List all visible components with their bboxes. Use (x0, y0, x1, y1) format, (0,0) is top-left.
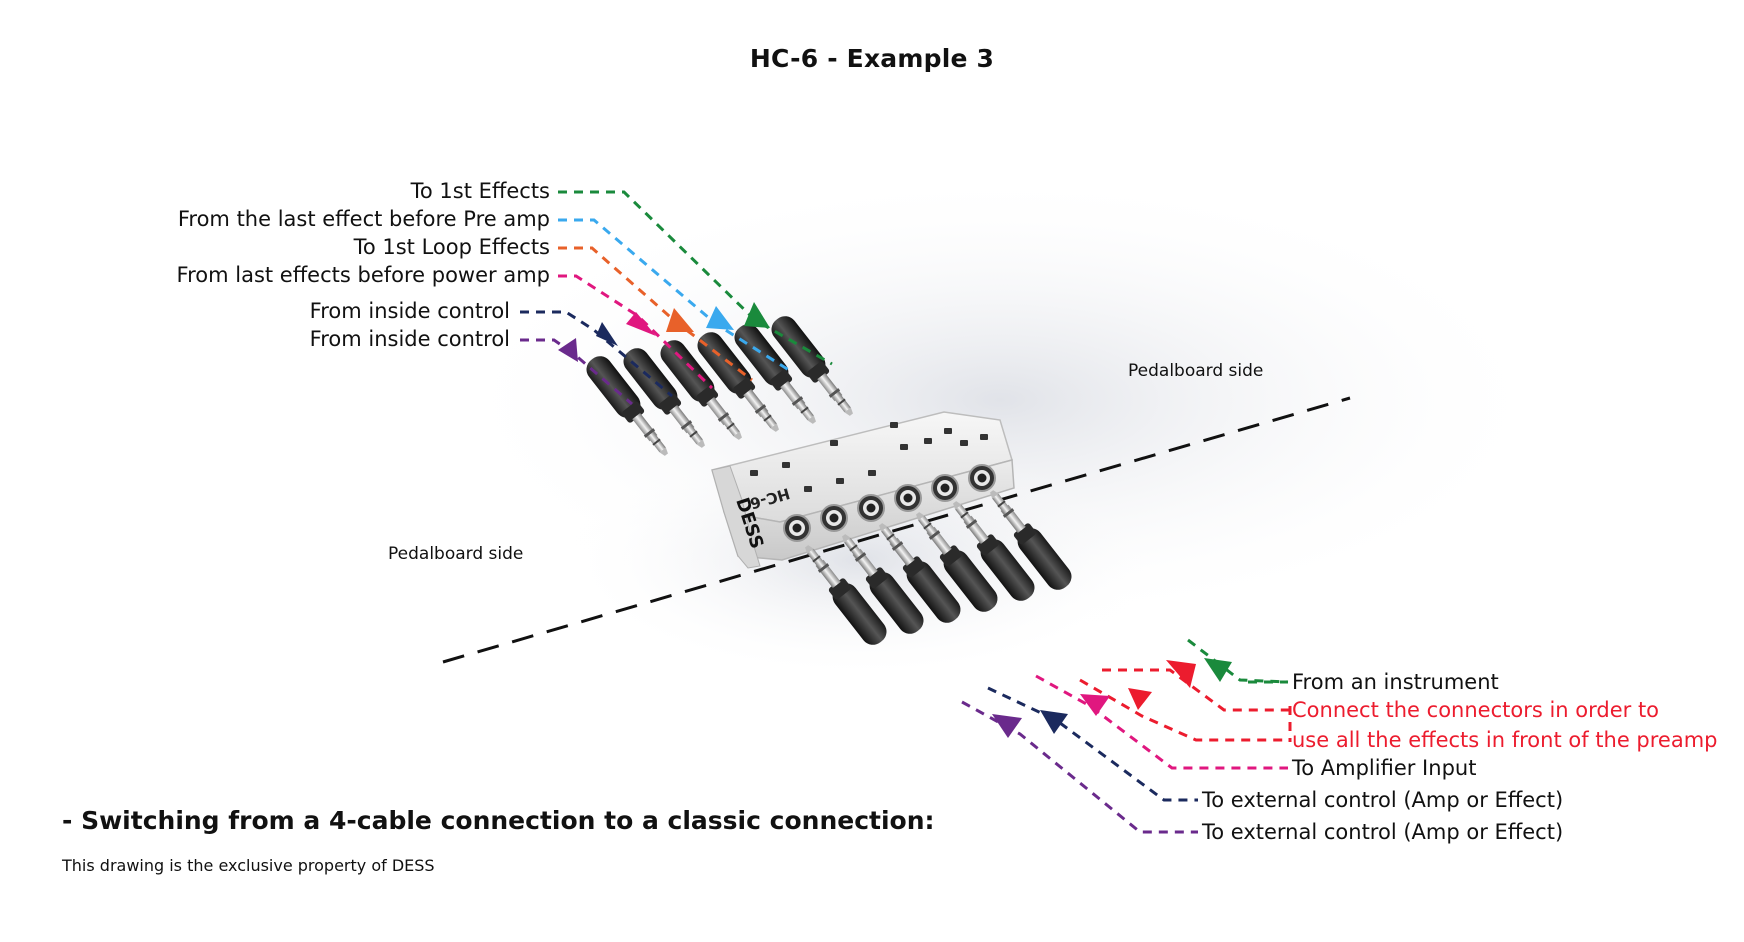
line-to-amplifier-input (1036, 676, 1288, 768)
page-title: HC-6 - Example 3 (0, 44, 1744, 73)
right-label-connect-connectors-1: Connect the connectors in order to (1292, 697, 1659, 723)
right-label-to-external-control-1: To external control (Amp or Effect) (1202, 787, 1563, 813)
left-label-from-inside-control-2: From inside control (310, 326, 510, 352)
line-connect-connectors-b (1080, 680, 1290, 740)
left-label-to-1st-effects: To 1st Effects (411, 178, 550, 204)
pedalboard-side-top-label: Pedalboard side (1128, 361, 1263, 381)
left-label-from-last-effects-power-amp: From last effects before power amp (177, 262, 550, 288)
arrow-navy-right (1040, 710, 1068, 734)
pedalboard-side-left-label: Pedalboard side (388, 544, 523, 564)
left-label-from-last-effect-pre-amp: From the last effect before Pre amp (178, 206, 550, 232)
right-label-to-external-control-2: To external control (Amp or Effect) (1202, 819, 1563, 845)
right-label-from-an-instrument: From an instrument (1292, 669, 1499, 695)
right-label-connect-connectors-2: use all the effects in front of the prea… (1292, 727, 1718, 753)
section-heading: - Switching from a 4-cable connection to… (62, 806, 935, 835)
arrow-red-right-a (1166, 660, 1196, 688)
arrow-red-right-b (1128, 688, 1152, 710)
left-label-to-1st-loop-effects: To 1st Loop Effects (354, 234, 550, 260)
arrow-pink-right (1080, 694, 1110, 716)
right-label-to-amplifier-input: To Amplifier Input (1292, 755, 1476, 781)
copyright-note: This drawing is the exclusive property o… (62, 856, 435, 875)
left-label-from-inside-control-1: From inside control (310, 298, 510, 324)
line-from-an-instrument (1188, 640, 1288, 682)
arrow-purple-right (992, 714, 1022, 738)
